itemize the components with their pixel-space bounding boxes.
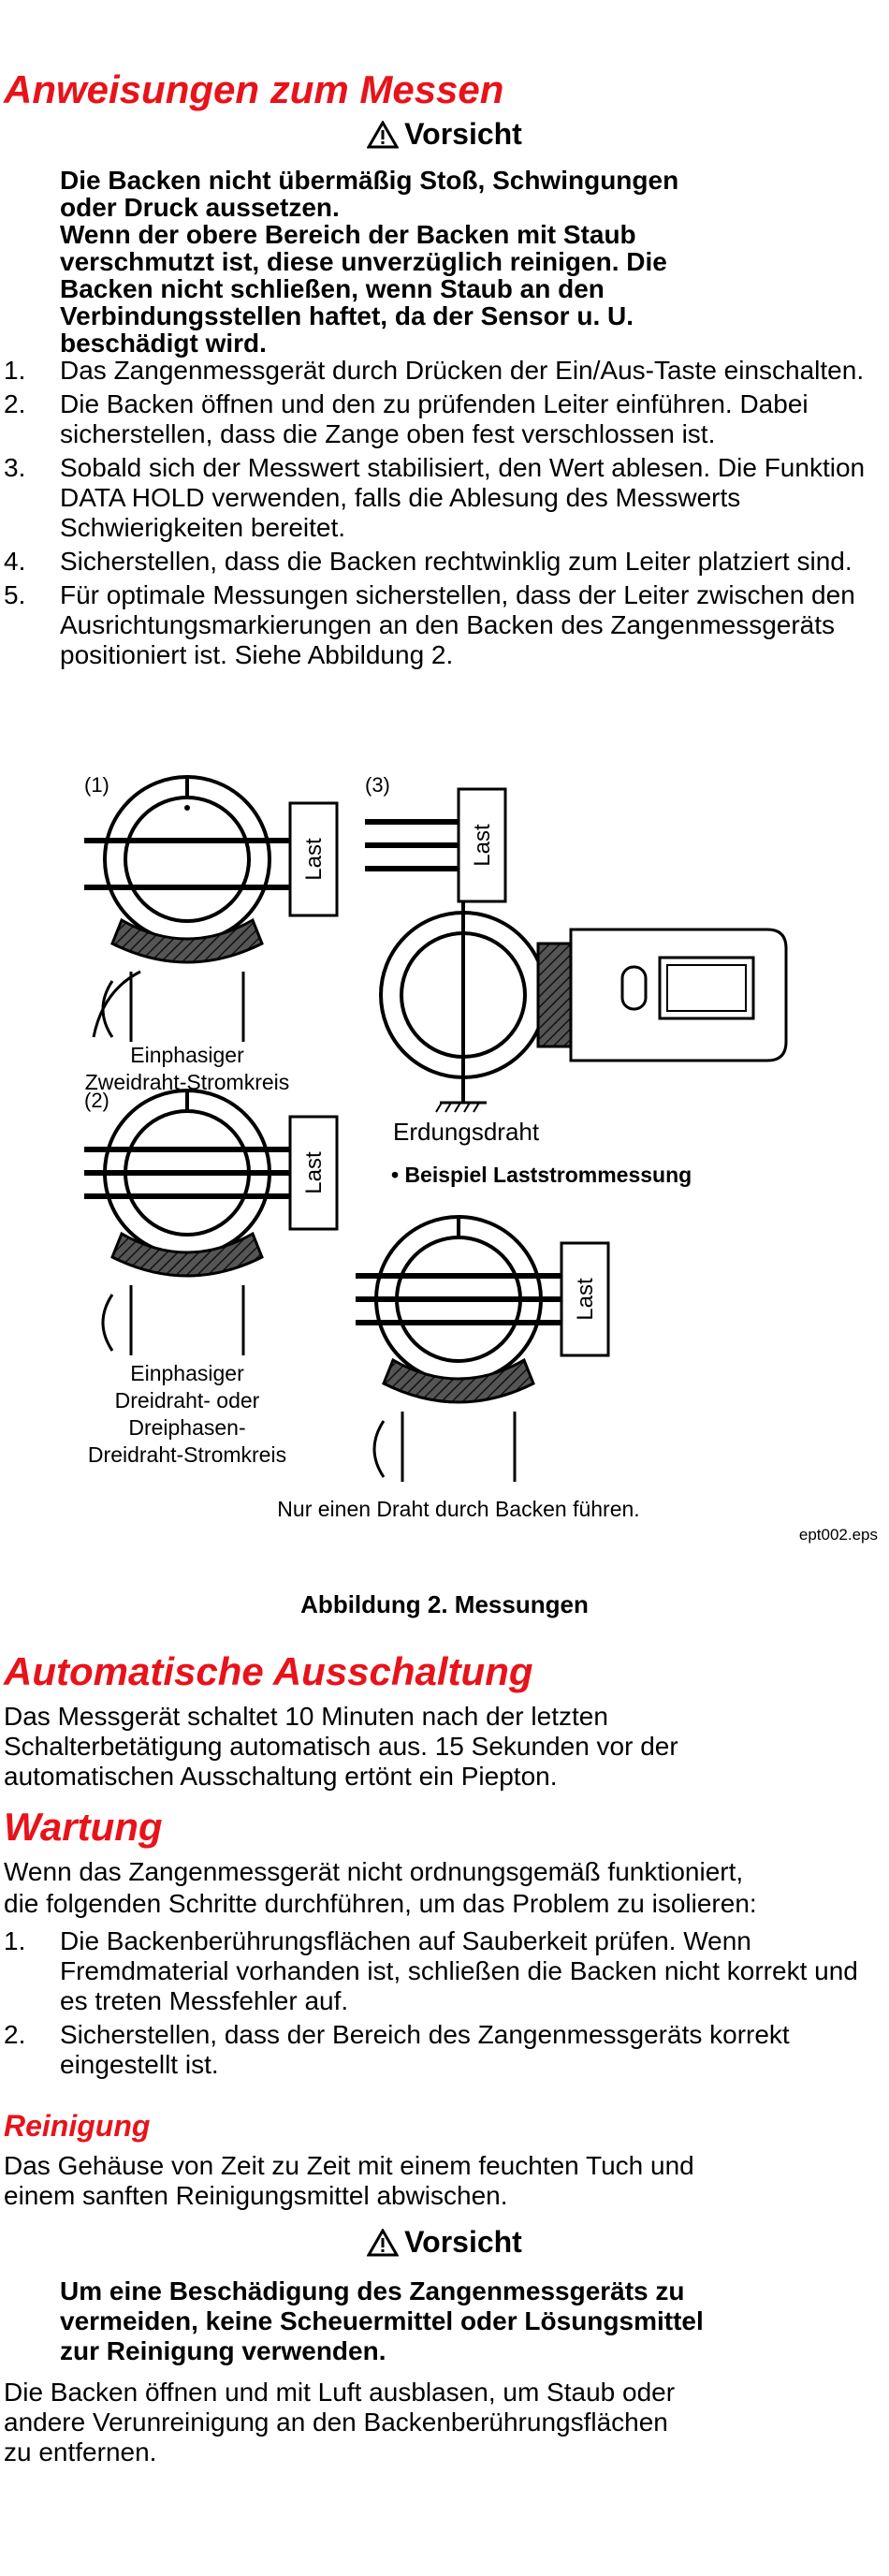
section-title-measuring: Anweisungen zum Messen <box>4 67 504 111</box>
step-text: Für optimale Messungen sicherstellen, da… <box>60 580 855 669</box>
step-number: 5. <box>4 580 26 609</box>
caution-label: Vorsicht <box>404 2225 522 2259</box>
paragraph-line: Das Gehäuse von Zeit zu Zeit mit einem f… <box>4 2151 694 2180</box>
list-item: 1. Die Backenberührungsflächen auf Sauber… <box>0 1926 870 2016</box>
caution-text: Um eine Beschädigung des Zangenmessgerät… <box>60 2276 846 2366</box>
step-number: 3. <box>4 453 26 482</box>
caution-heading: Vorsicht <box>0 2224 889 2260</box>
step-text: Die Backenberührungsflächen auf Sauberke… <box>60 1926 858 2015</box>
maintenance-steps: 1. Die Backenberührungsflächen auf Sauber… <box>0 1926 870 2084</box>
step-number: 2. <box>4 389 26 418</box>
caution-line: Die Backen nicht übermäßig Stoß, Schwing… <box>60 166 679 195</box>
list-item: 2. Die Backen öffnen und den zu prüfenden… <box>0 389 870 449</box>
caution-line: beschädigt wird. <box>60 329 267 358</box>
load-label: Last <box>301 1151 327 1194</box>
list-item: 4. Sicherstellen, dass die Backen rechtwi… <box>0 547 870 577</box>
caution-line: verschmutzt ist, diese unverzüglich rein… <box>60 247 667 276</box>
load-label: Last <box>573 1278 598 1321</box>
paragraph-line: automatischen Ausschaltung ertönt ein Pi… <box>4 1762 558 1791</box>
caution-line: Backen nicht schließen, wenn Staub an de… <box>60 274 605 303</box>
paragraph-line: Das Messgerät schaltet 10 Minuten nach d… <box>4 1702 608 1731</box>
step-text: Sobald sich der Messwert stabilisiert, d… <box>60 453 866 542</box>
load-box-4: Last <box>560 1241 610 1357</box>
load-box-2: Last <box>288 1115 339 1231</box>
ground-wire-label: Erdungsdraht <box>393 1118 540 1146</box>
list-item: 1. Das Zangenmessgerät durch Drücken der … <box>0 356 870 386</box>
clamp-meter-3 <box>365 819 788 1113</box>
figure-file-reference: ept002.eps <box>798 1526 878 1544</box>
step-text: Sicherstellen, dass der Bereich des Zang… <box>60 2020 790 2079</box>
caution-line: oder Druck aussetzen. <box>60 193 340 222</box>
figure-illustration: (1) Last Einphasiger Zweidraht-Stromkrei… <box>84 773 788 1521</box>
paragraph-line: Die Backen öffnen und mit Luft ausblasen… <box>4 2378 676 2407</box>
paragraph-line: Wenn das Zangenmessgerät nicht ordnungsg… <box>4 1857 744 1886</box>
list-item: 2. Sicherstellen, dass der Bereich des Za… <box>0 2020 870 2080</box>
paragraph-line: zu entfernen. <box>4 2437 157 2466</box>
step-number: 4. <box>4 547 26 576</box>
clamp-meter-4 <box>356 1215 561 1482</box>
step-number: 2. <box>4 2020 26 2049</box>
figure-text: Dreidraht-Stromkreis <box>88 1442 286 1467</box>
caution-line: Verbindungsstellen haftet, da der Sensor… <box>60 301 634 330</box>
step-text: Das Zangenmessgerät durch Drücken der Ei… <box>60 356 865 385</box>
step-text: Die Backen öffnen und den zu prüfenden L… <box>60 389 809 448</box>
warning-triangle-icon <box>367 2229 400 2257</box>
load-box-3: Last <box>457 787 507 903</box>
figure-caption: Abbildung 2. Messungen <box>300 1590 589 1618</box>
clamp-meter-2 <box>84 1089 290 1355</box>
example-label: • Beispiel Laststrommessung <box>391 1163 692 1187</box>
load-label: Last <box>470 824 495 867</box>
section-title-auto-off: Automatische Ausschaltung <box>4 1649 533 1693</box>
step-number: 1. <box>4 356 26 385</box>
caution-line: Wenn der obere Bereich der Backen mit St… <box>60 220 636 249</box>
load-label: Last <box>301 838 327 881</box>
load-box-1: Last <box>288 801 339 917</box>
caution-line: zur Reinigung verwenden. <box>60 2336 386 2365</box>
warning-triangle-icon <box>367 121 400 149</box>
figure-text: Dreiphasen- <box>128 1415 245 1440</box>
paragraph-line: Schalterbetätigung automatisch aus. 15 S… <box>4 1732 678 1761</box>
paragraph-line: einem sanften Reinigungsmittel abwischen… <box>4 2181 508 2210</box>
step-text: Sicherstellen, dass die Backen rechtwink… <box>60 547 853 576</box>
figure-label: (2) <box>84 1089 109 1112</box>
figure-measurements: (1) Last Einphasiger Zweidraht-Stromkrei… <box>37 756 880 1543</box>
figure-text: Dreidraht- oder <box>115 1388 260 1412</box>
paragraph-line: andere Verunreinigung an den Backenberüh… <box>4 2408 668 2437</box>
caution-heading: Vorsicht <box>0 116 889 152</box>
caution-line: vermeiden, keine Scheuermittel oder Lösu… <box>60 2306 704 2335</box>
figure-label: (1) <box>84 773 109 797</box>
list-item: 5. Für optimale Messungen sicherstellen, … <box>0 580 870 670</box>
figure-note: Nur einen Draht durch Backen führen. <box>277 1497 639 1521</box>
list-item: 3. Sobald sich der Messwert stabilisiert,… <box>0 453 870 543</box>
clamp-meter-1 <box>84 775 290 1042</box>
step-number: 1. <box>4 1926 26 1955</box>
measuring-steps: 1. Das Zangenmessgerät durch Drücken der … <box>0 356 870 674</box>
figure-text: Einphasiger <box>130 1043 244 1067</box>
caution-label: Vorsicht <box>404 117 522 151</box>
paragraph-line: die folgenden Schritte durchführen, um d… <box>4 1889 757 1918</box>
figure-text: Einphasiger <box>130 1361 244 1385</box>
caution-line: Um eine Beschädigung des Zangenmessgerät… <box>60 2276 685 2305</box>
caution-text: Die Backen nicht übermäßig Stoß, Schwing… <box>60 167 846 357</box>
section-title-maintenance: Wartung <box>4 1805 163 1849</box>
section-title-cleaning: Reinigung <box>4 2109 151 2143</box>
figure-label: (3) <box>365 773 390 797</box>
